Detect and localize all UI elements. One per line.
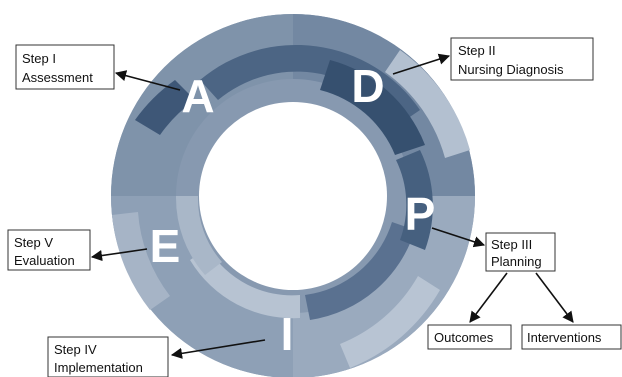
letter-a: A xyxy=(181,70,214,122)
process-ring xyxy=(111,14,475,377)
step-evaluation-number: Step V xyxy=(14,235,53,250)
step-assessment-title: Assessment xyxy=(22,70,93,85)
step-diagnosis-title: Nursing Diagnosis xyxy=(458,62,564,77)
step-implementation-box: Step IV Implementation xyxy=(47,336,169,377)
arrow-implementation xyxy=(170,339,266,359)
letter-p: P xyxy=(405,188,436,240)
letter-e: E xyxy=(150,220,181,272)
step-implementation-number: Step IV xyxy=(54,342,97,357)
step-diagnosis-box: Step II Nursing Diagnosis xyxy=(450,37,594,81)
arrow-outcomes xyxy=(469,272,508,323)
step-planning-number: Step III xyxy=(491,237,532,252)
letter-i: I xyxy=(281,308,294,360)
step-diagnosis-number: Step II xyxy=(458,43,496,58)
arrow-diagnosis xyxy=(392,53,451,75)
arrow-assessment xyxy=(114,70,181,91)
step-planning-box: Step III Planning xyxy=(485,232,556,272)
arrow-planning xyxy=(431,227,486,248)
step-evaluation-title: Evaluation xyxy=(14,253,75,268)
letter-d: D xyxy=(351,60,384,112)
interventions-box: Interventions xyxy=(521,324,622,350)
interventions-label: Interventions xyxy=(527,330,602,345)
step-assessment-number: Step I xyxy=(22,51,56,66)
step-assessment-box: Step I Assessment xyxy=(15,44,115,90)
outcomes-label: Outcomes xyxy=(434,330,494,345)
outcomes-box: Outcomes xyxy=(427,324,512,350)
arrow-evaluation xyxy=(90,248,148,262)
step-evaluation-box: Step V Evaluation xyxy=(7,229,91,271)
step-implementation-title: Implementation xyxy=(54,360,143,375)
arrow-interventions xyxy=(535,272,574,323)
step-planning-title: Planning xyxy=(491,254,542,269)
